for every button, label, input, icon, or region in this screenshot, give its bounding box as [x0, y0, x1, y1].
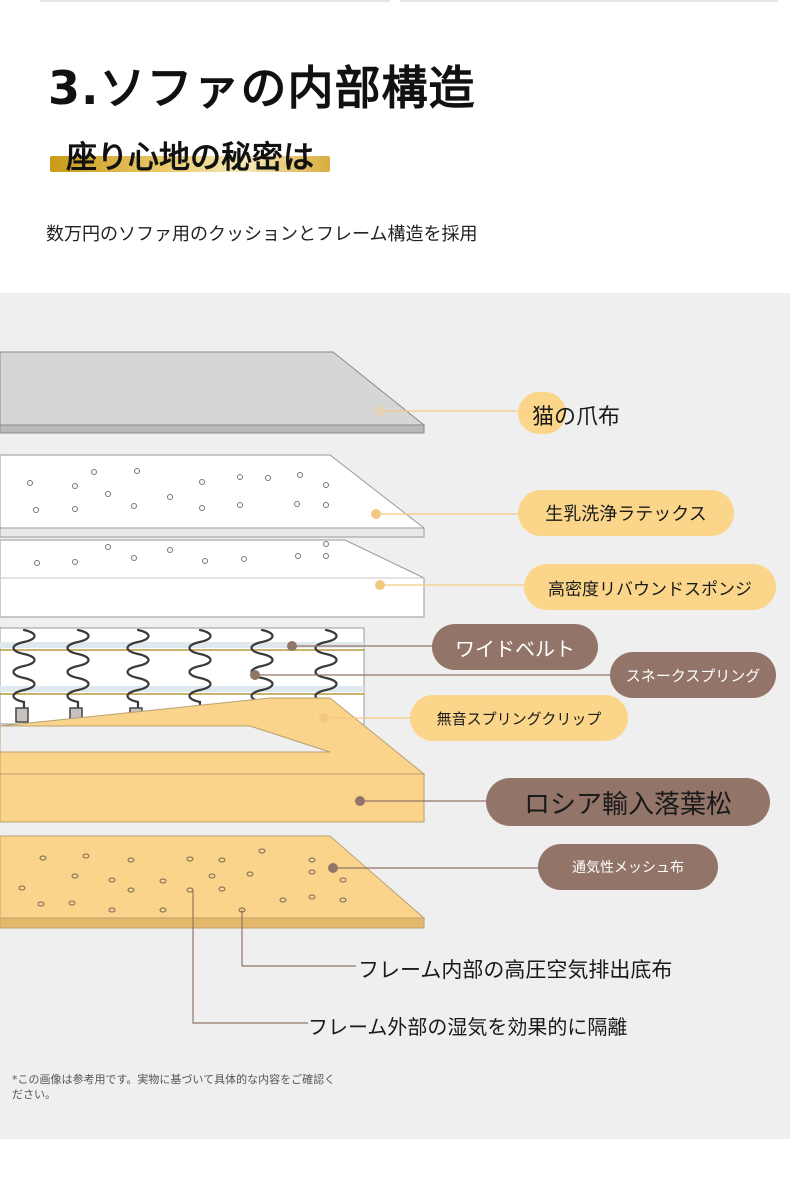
- inner-cloth-label: フレーム内部の高圧空気排出底布: [358, 958, 673, 982]
- spring-clip-label: 無音スプリングクリップ: [410, 695, 628, 741]
- leader-dots: [250, 406, 385, 873]
- mesh-layer: [0, 835, 426, 929]
- outer-cloth-label: フレーム外部の湿気を効果的に隔離: [308, 1015, 628, 1039]
- subtitle-block: 座り心地の秘密は: [50, 132, 340, 182]
- mesh-label: 通気性メッシュ布: [538, 844, 718, 890]
- sponge-label: 高密度リバウンドスポンジ: [524, 564, 776, 610]
- leader-lines: [192, 410, 610, 1024]
- subtitle: 座り心地の秘密は: [66, 140, 314, 176]
- description: 数万円のソファ用のクッションとフレーム構造を採用: [46, 224, 478, 245]
- larch-frame: [0, 697, 426, 823]
- cat-scratch-label: 猫の爪布: [532, 405, 621, 430]
- top-divider-right: [400, 0, 778, 2]
- snake-spring-label: スネークスプリング: [610, 652, 776, 698]
- top-divider-left: [40, 0, 390, 2]
- cat-scratch-label-bubble: [518, 392, 566, 434]
- latex-layer: [0, 454, 426, 538]
- subtitle-highlight: [50, 156, 330, 172]
- cat-scratch-layer: [0, 351, 426, 434]
- page-title: 3.ソファの内部構造: [48, 61, 476, 115]
- larch-label: ロシア輸入落葉松: [486, 778, 770, 826]
- disclaimer-note: *この画像は参考用です。実物に基づいて具体的な内容をご確認ください。: [12, 1073, 336, 1101]
- sponge-layer: [0, 539, 425, 618]
- wide-belt-label: ワイドベルト: [432, 624, 598, 670]
- latex-label: 生乳洗浄ラテックス: [518, 490, 734, 536]
